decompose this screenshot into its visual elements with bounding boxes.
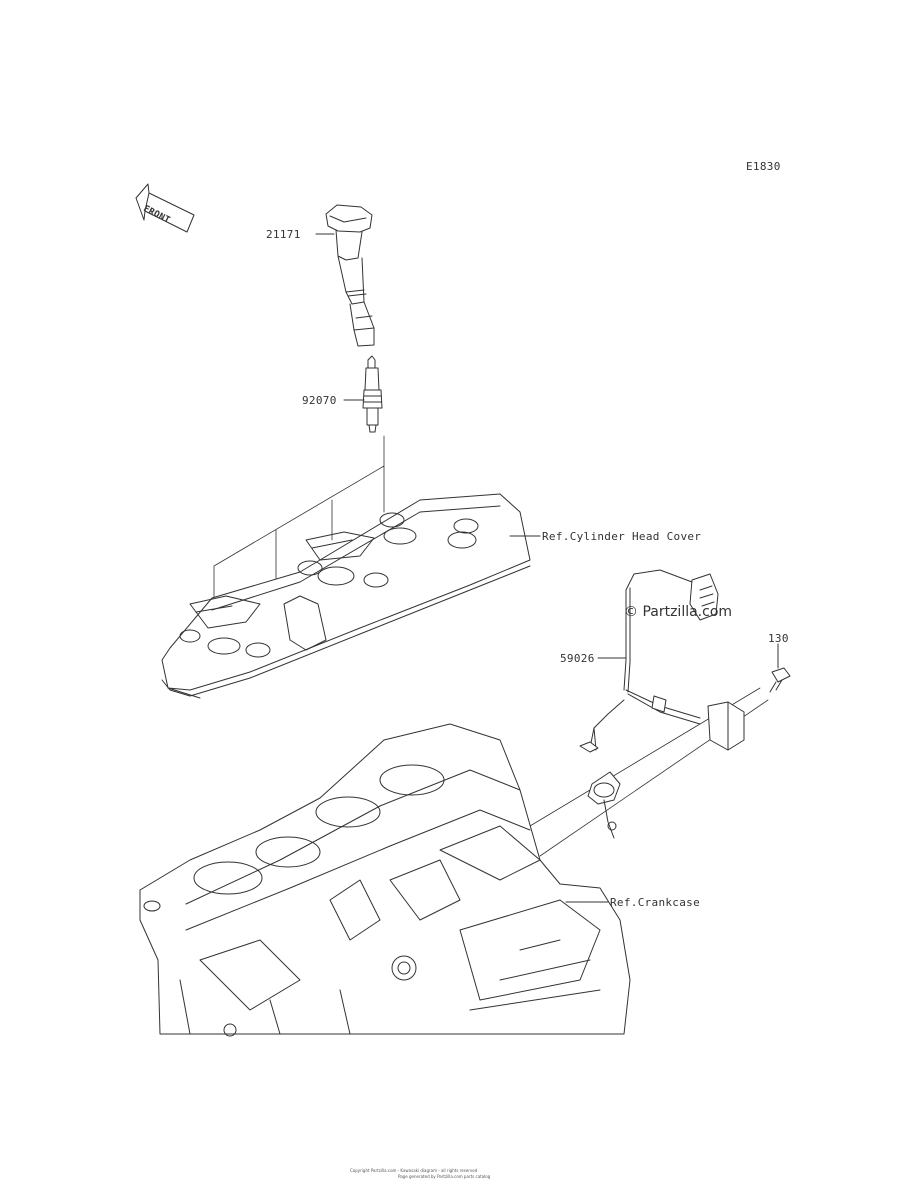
footer-line-1: Copyright Partzilla.com - Kawasaki diagr…	[350, 1168, 478, 1173]
ref-crankcase: Ref.Crankcase	[610, 896, 700, 909]
diagram-code: E1830	[746, 160, 781, 173]
watermark: © Partzilla.com	[624, 604, 733, 620]
front-arrow-icon	[135, 183, 195, 233]
spark-plug	[362, 355, 383, 433]
crankcase	[139, 723, 631, 1037]
part-number-92070: 92070	[302, 394, 337, 407]
part-number-130: 130	[768, 632, 789, 645]
part-number-59026: 59026	[560, 652, 595, 665]
footer-line-2: Page generated by Partzilla.com parts ca…	[398, 1174, 491, 1179]
ignition-coil	[325, 204, 375, 347]
part-number-21171: 21171	[266, 228, 301, 241]
cylinder-head-cover	[161, 493, 531, 699]
crank-sensor	[579, 569, 745, 839]
bolt	[769, 667, 791, 693]
ref-cylinder-head-cover: Ref.Cylinder Head Cover	[542, 530, 702, 543]
